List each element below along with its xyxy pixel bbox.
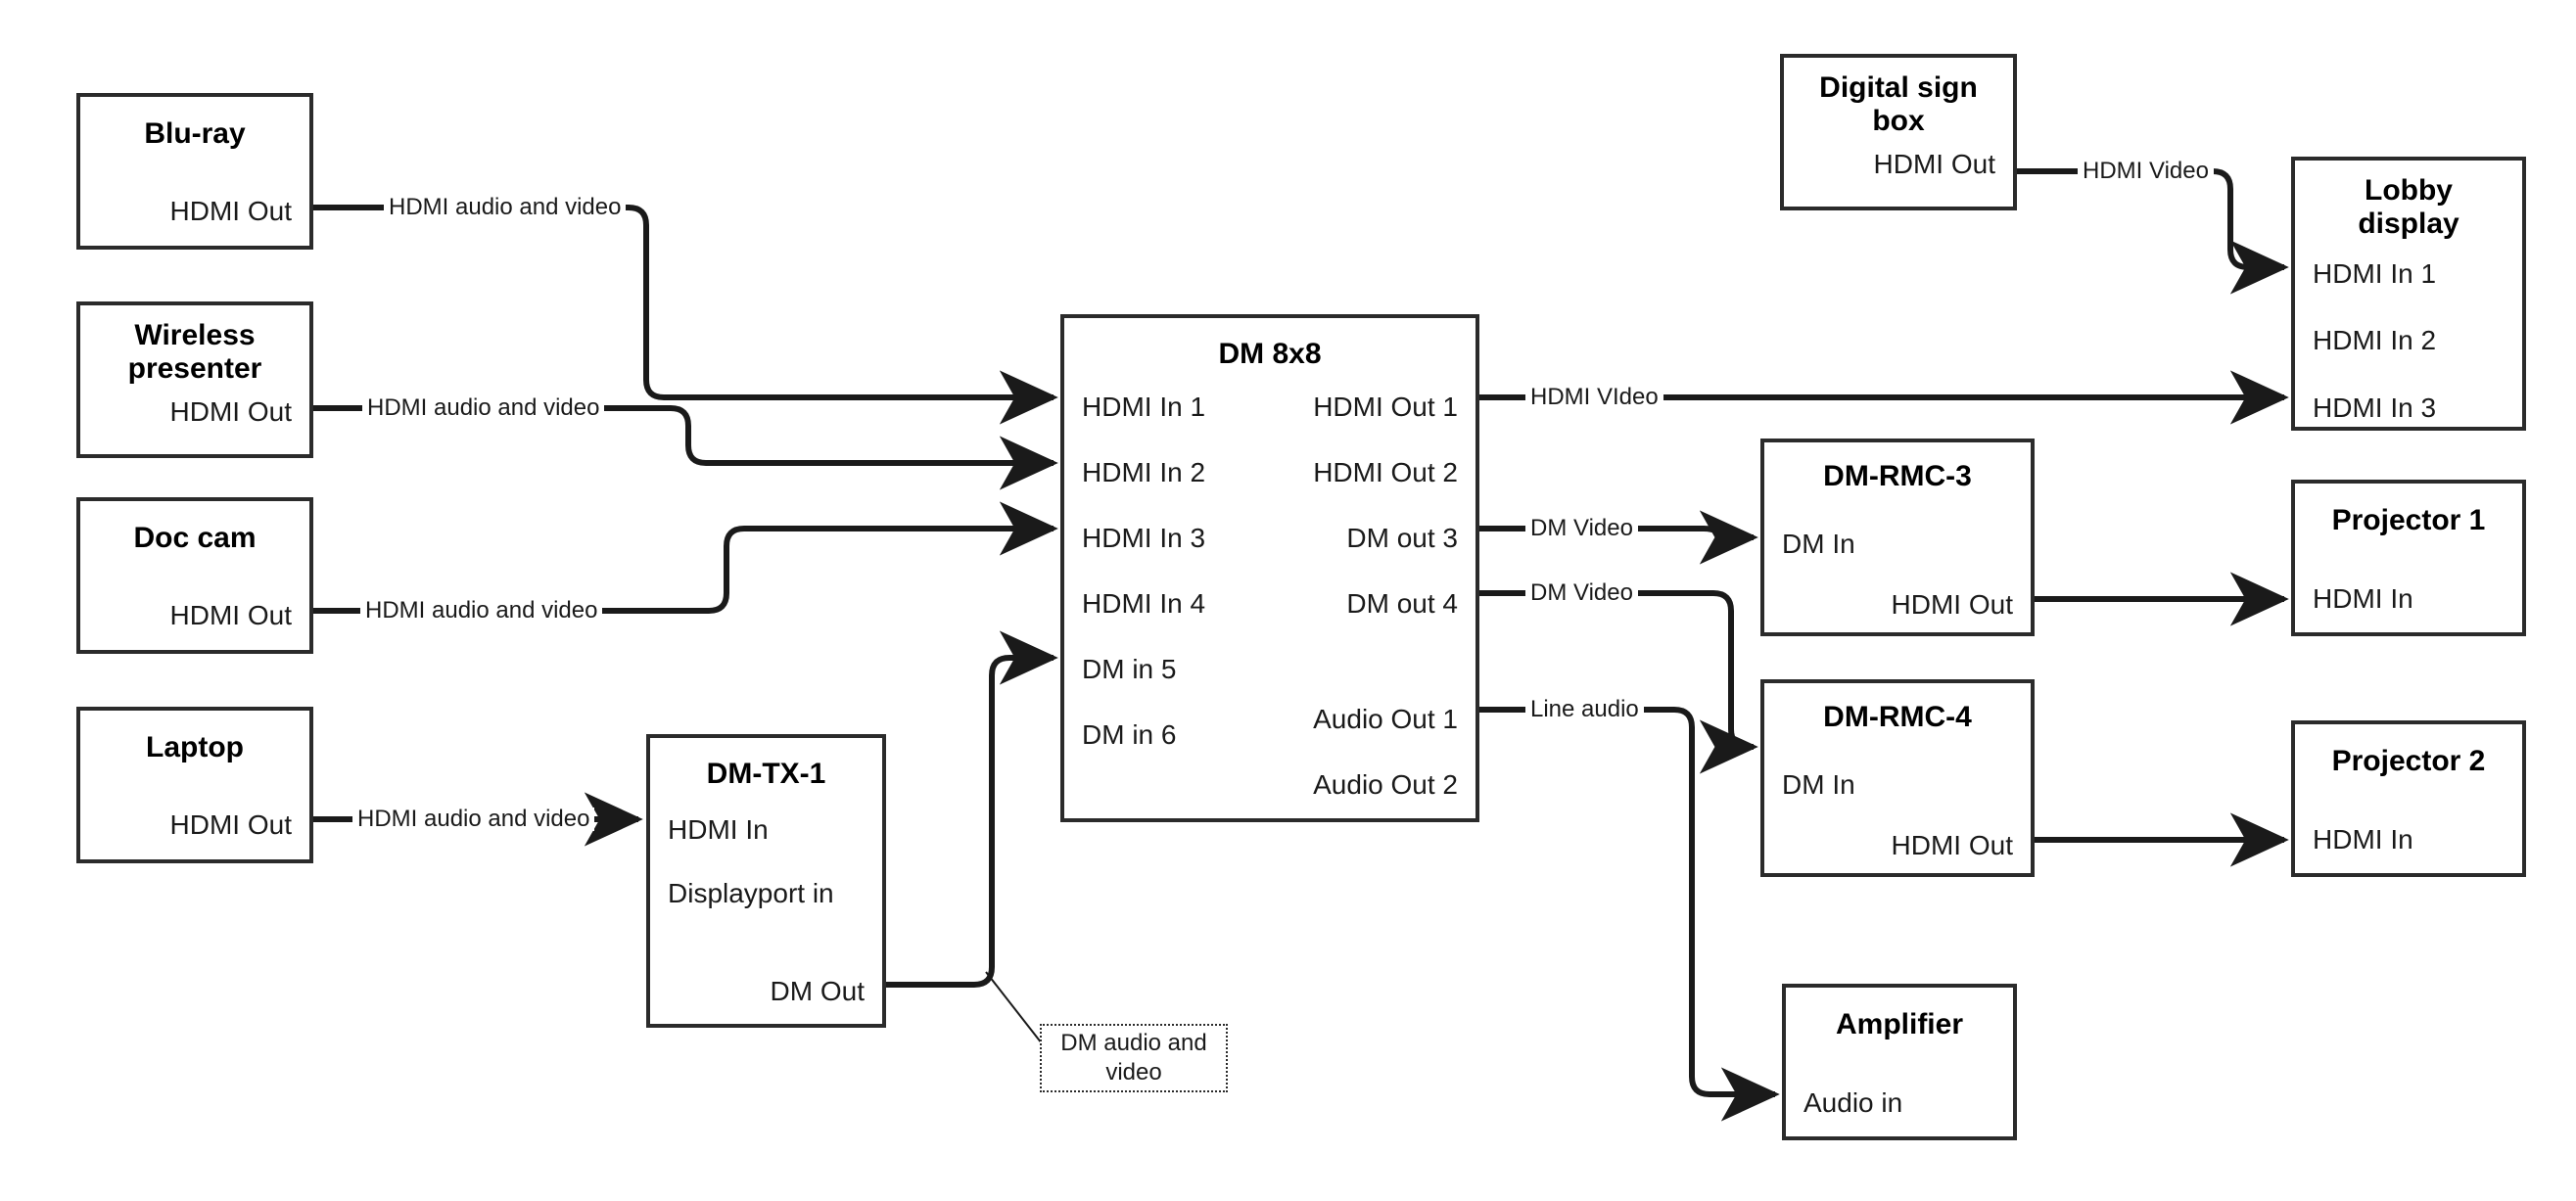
node-wireless-presenter-title-line1: Wireless [134, 319, 256, 351]
node-projector-2[interactable]: Projector 2 HDMI In [2291, 720, 2526, 877]
node-laptop[interactable]: Laptop HDMI Out [76, 707, 313, 863]
wire-label-doccam-to-dm: HDMI audio and video [360, 599, 603, 623]
node-dm-rmc-3[interactable]: DM-RMC-3 DM In HDMI Out [1760, 439, 2035, 636]
node-dm-rmc-4-port-hdmi-out: HDMI Out [1891, 830, 2013, 860]
node-doc-cam-title: Doc cam [133, 522, 257, 554]
wire-label-dm-audioout1: Line audio [1525, 698, 1644, 721]
wire-dm-audioout1-to-amplifier [1479, 707, 1780, 1122]
wire-label-bluray-to-dm: HDMI audio and video [384, 196, 627, 219]
node-dm-8x8-input-dm-in-6: DM in 6 [1082, 719, 1177, 750]
node-wireless-presenter-port-hdmi-out: HDMI Out [169, 396, 292, 427]
node-dm-8x8-input-hdmi-in-2: HDMI In 2 [1082, 457, 1206, 487]
node-dm-rmc-3-port-dm-in: DM In [1782, 529, 1855, 559]
wire-digitalsign-to-lobby-hdmi-in-1 [2017, 168, 2289, 295]
node-dm-8x8-output-hdmi-out-2: HDMI Out 2 [1313, 457, 1458, 487]
node-dm-8x8-output-dm-out-3: DM out 3 [1346, 523, 1458, 553]
node-lobby-display-input-hdmi-in-3: HDMI In 3 [2313, 393, 2437, 423]
node-amplifier-port-audio-in: Audio in [1803, 1087, 1903, 1118]
callout-dm-audio-and-video: DM audio and video [1040, 1024, 1228, 1092]
wire-label-dm-hdmiout1: HDMI VIdeo [1525, 386, 1663, 409]
node-dm-8x8[interactable]: DM 8x8 HDMI In 1 HDMI In 2 HDMI In 3 HDM… [1060, 314, 1479, 822]
node-dm-8x8-output-audio-out-2: Audio Out 2 [1313, 769, 1458, 800]
node-lobby-display-input-hdmi-in-2: HDMI In 2 [2313, 325, 2437, 355]
node-bluray-title: Blu-ray [144, 117, 246, 150]
wire-label-dm-dmout3: DM Video [1525, 517, 1638, 540]
node-dm-8x8-input-dm-in-5: DM in 5 [1082, 654, 1177, 684]
node-amplifier[interactable]: Amplifier Audio in [1782, 984, 2017, 1140]
node-projector-1[interactable]: Projector 1 HDMI In [2291, 480, 2526, 636]
node-lobby-display-title-line1: Lobby [2365, 174, 2453, 207]
wire-dm-dmout4-to-dmrmc4 [1479, 590, 1758, 774]
node-wireless-presenter[interactable]: Wireless presenter HDMI Out [76, 301, 313, 458]
node-bluray[interactable]: Blu-ray HDMI Out [76, 93, 313, 250]
node-lobby-display-title-line2: display [2358, 208, 2459, 240]
node-projector-1-port-hdmi-in: HDMI In [2313, 583, 2413, 614]
node-dm-rmc-3-port-hdmi-out: HDMI Out [1891, 589, 2013, 620]
node-doc-cam-port-hdmi-out: HDMI Out [169, 600, 292, 630]
node-dm-8x8-input-hdmi-in-4: HDMI In 4 [1082, 588, 1206, 619]
node-dm-rmc-4[interactable]: DM-RMC-4 DM In HDMI Out [1760, 679, 2035, 877]
node-dm-rmc-4-title: DM-RMC-4 [1823, 701, 1972, 733]
node-bluray-port-hdmi-out: HDMI Out [169, 196, 292, 226]
node-dm-8x8-output-audio-out-1: Audio Out 1 [1313, 704, 1458, 734]
node-digital-sign-box-title-line1: Digital sign [1819, 71, 1978, 104]
node-dm-tx-1-port-displayport-in: Displayport in [668, 878, 834, 908]
node-laptop-title: Laptop [146, 731, 244, 763]
node-dm-tx-1-port-hdmi-in: HDMI In [668, 814, 769, 845]
wire-label-laptop-to-tx: HDMI audio and video [352, 808, 595, 831]
node-wireless-presenter-title-line2: presenter [127, 352, 262, 385]
node-dm-rmc-3-title: DM-RMC-3 [1823, 460, 1972, 492]
node-lobby-display[interactable]: Lobby display HDMI In 1 HDMI In 2 HDMI I… [2291, 157, 2526, 431]
node-dm-8x8-input-hdmi-in-1: HDMI In 1 [1082, 392, 1206, 422]
node-dm-tx-1-title: DM-TX-1 [706, 758, 826, 790]
node-digital-sign-box[interactable]: Digital sign box HDMI Out [1780, 54, 2017, 210]
node-dm-8x8-input-hdmi-in-3: HDMI In 3 [1082, 523, 1206, 553]
node-dm-8x8-output-hdmi-out-1: HDMI Out 1 [1313, 392, 1458, 422]
node-lobby-display-input-hdmi-in-1: HDMI In 1 [2313, 258, 2437, 289]
wire-label-dm-dmout4: DM Video [1525, 581, 1638, 605]
node-doc-cam[interactable]: Doc cam HDMI Out [76, 497, 313, 654]
node-dm-rmc-4-port-dm-in: DM In [1782, 769, 1855, 800]
node-projector-2-title: Projector 2 [2331, 745, 2486, 777]
node-dm-tx-1[interactable]: DM-TX-1 HDMI In Displayport in DM Out [646, 734, 886, 1028]
node-projector-1-title: Projector 1 [2331, 504, 2486, 536]
node-laptop-port-hdmi-out: HDMI Out [169, 809, 292, 840]
node-digital-sign-box-title-line2: box [1872, 105, 1925, 137]
node-projector-2-port-hdmi-in: HDMI In [2313, 824, 2413, 855]
wire-dmtx1-to-dm-in-5 [886, 630, 1058, 988]
wire-label-wireless-to-dm: HDMI audio and video [362, 396, 605, 420]
node-dm-8x8-output-dm-out-4: DM out 4 [1346, 588, 1458, 619]
node-dm-8x8-title: DM 8x8 [1218, 338, 1322, 370]
node-dm-tx-1-port-dm-out: DM Out [770, 976, 865, 1006]
node-digital-sign-box-port-hdmi-out: HDMI Out [1873, 149, 1995, 179]
node-amplifier-title: Amplifier [1835, 1008, 1964, 1040]
wire-label-sign-to-lobby: HDMI Video [2078, 160, 2214, 183]
wire-bluray-to-dm-hdmi-in-1 [313, 205, 1058, 425]
